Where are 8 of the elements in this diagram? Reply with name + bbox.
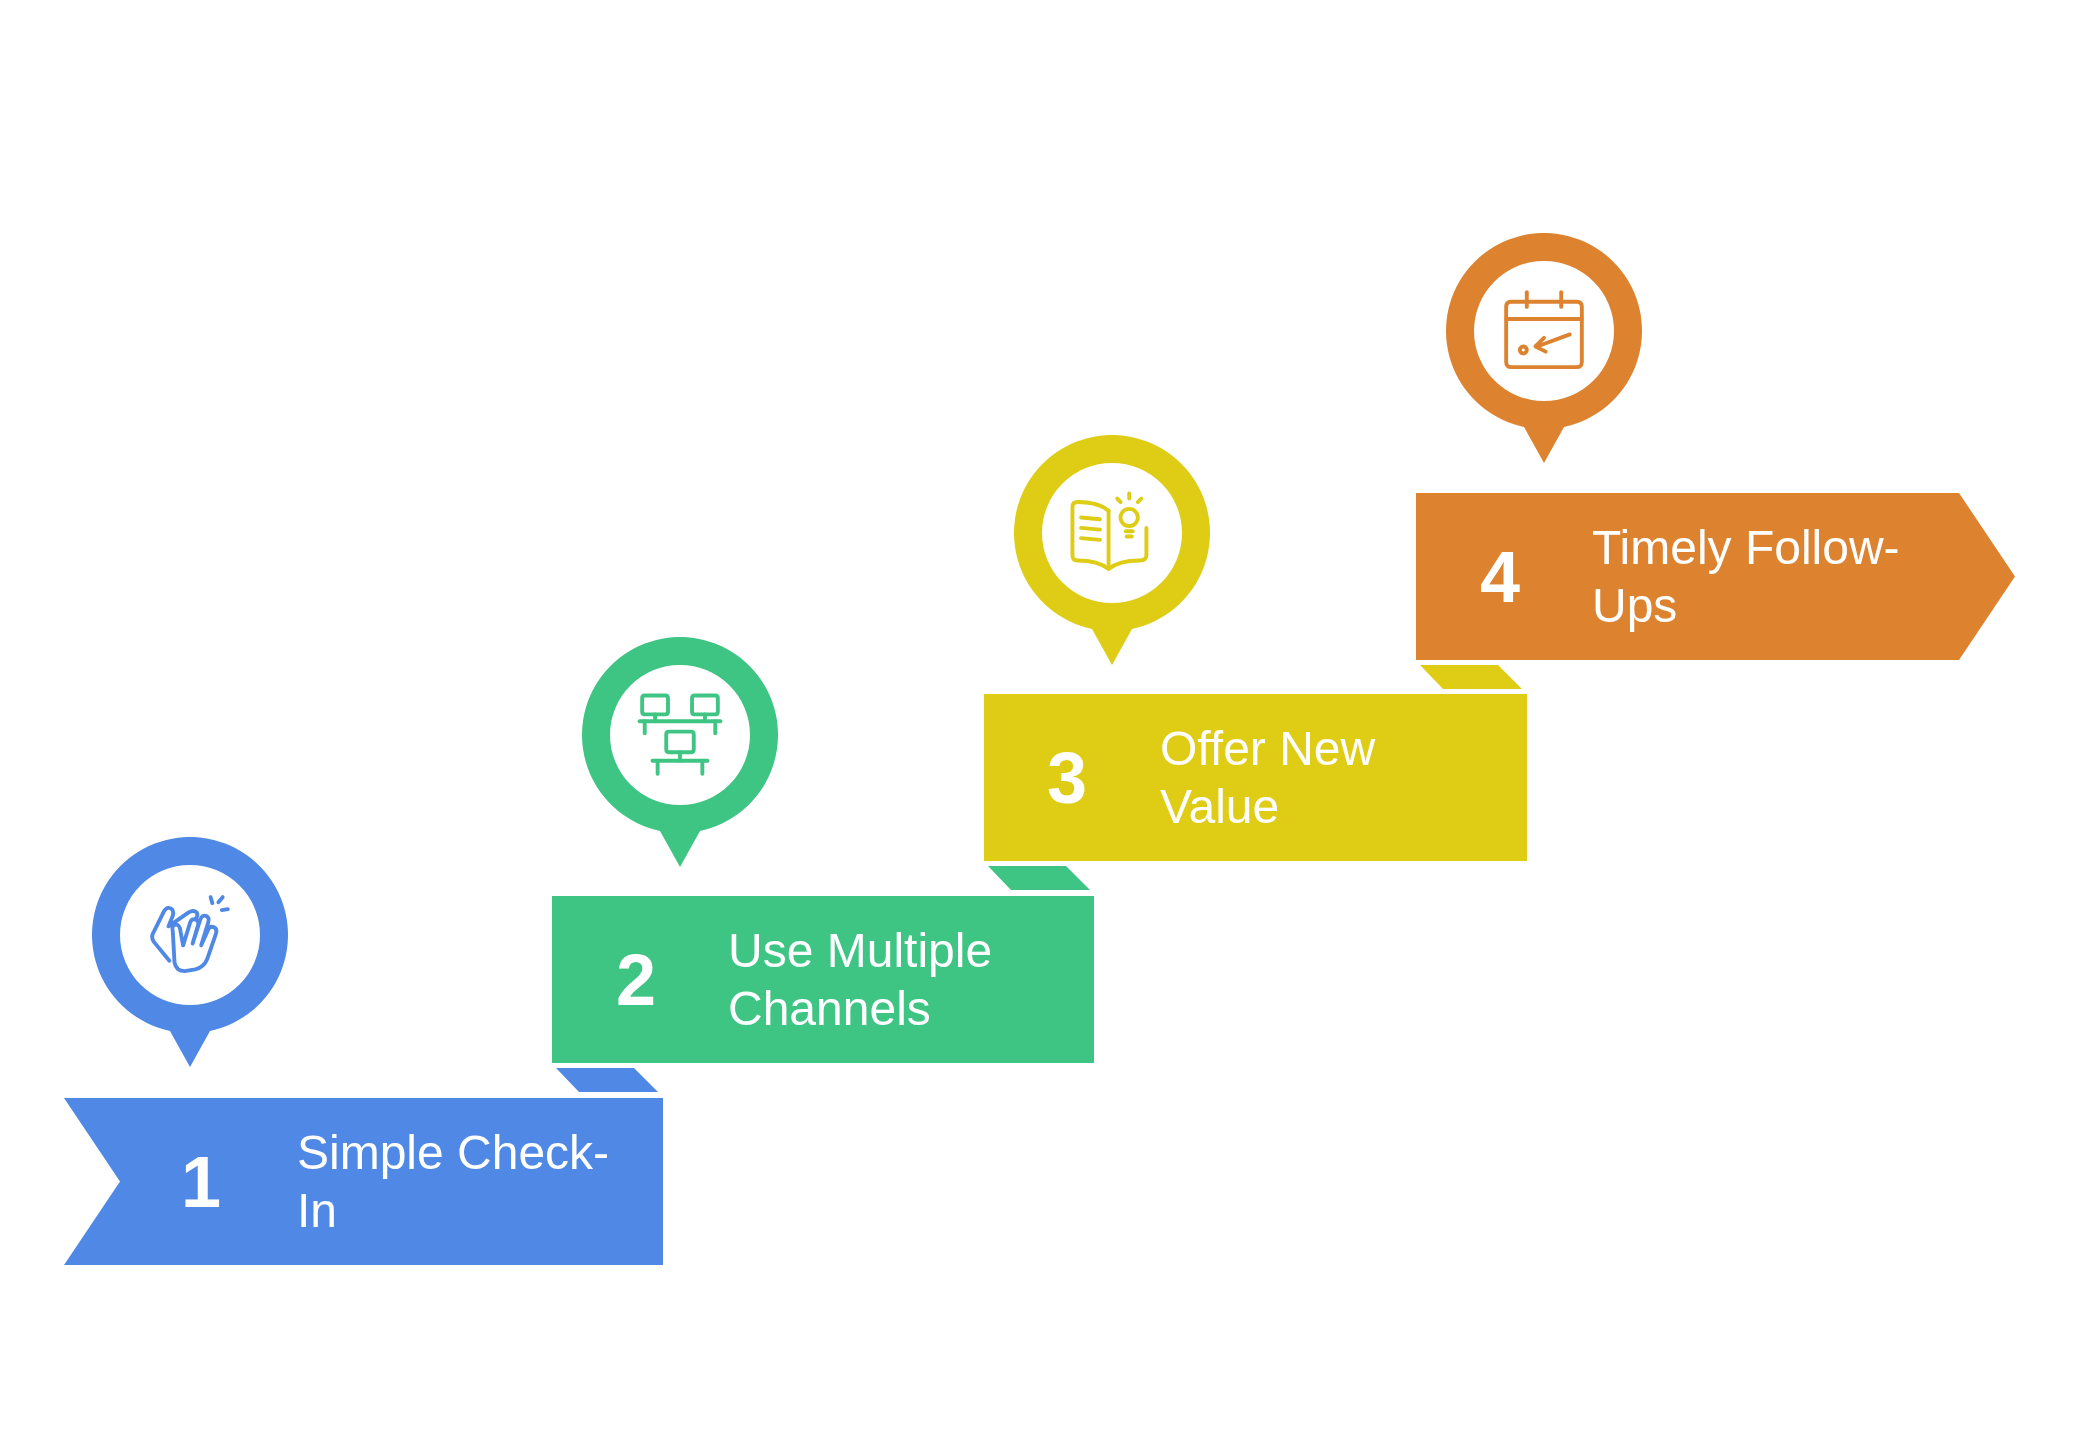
step-number: 3: [1047, 741, 1087, 814]
step-label: Use Multiple Channels: [728, 922, 994, 1037]
step-label: Timely Follow-Ups: [1592, 519, 1901, 634]
step-label: Offer New Value: [1160, 720, 1377, 835]
step-label: Simple Check-In: [297, 1124, 611, 1239]
step-number: 2: [616, 943, 656, 1016]
step-number: 4: [1480, 540, 1520, 613]
step-number: 1: [181, 1145, 221, 1218]
